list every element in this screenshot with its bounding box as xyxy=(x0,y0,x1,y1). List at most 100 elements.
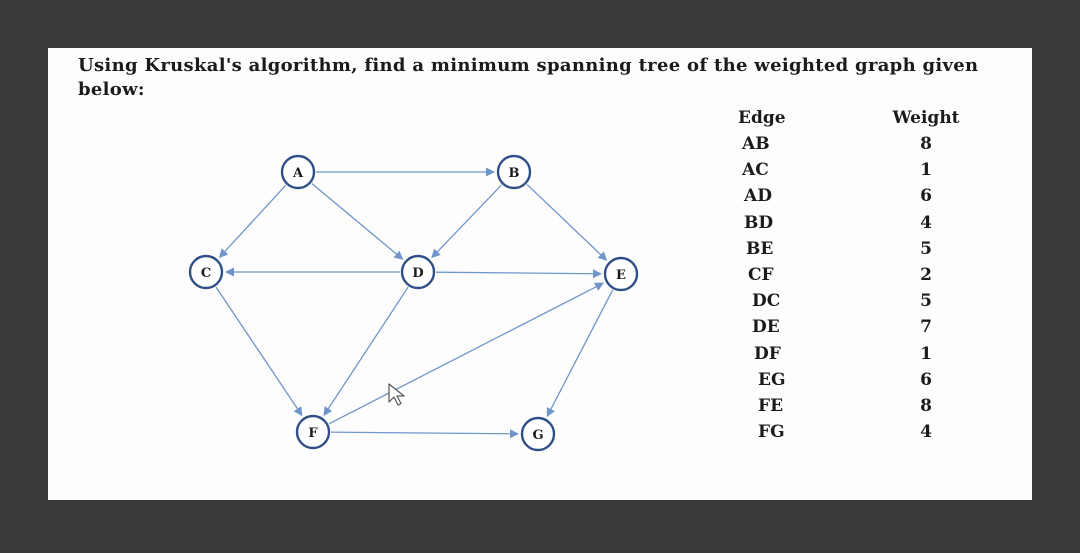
document-page: Using Kruskal's algorithm, find a minimu… xyxy=(48,48,1032,500)
node-F: F xyxy=(295,414,331,450)
arrowhead-icon xyxy=(486,167,495,177)
table-row: FG 4 xyxy=(738,422,978,448)
edge-line xyxy=(311,183,400,257)
weight-cell: 5 xyxy=(920,291,932,312)
arrowhead-icon xyxy=(594,282,605,291)
table-row: CF 2 xyxy=(738,265,978,291)
edge-cell: AC xyxy=(742,160,769,181)
edge-cell: DF xyxy=(754,343,781,364)
edge-AB xyxy=(316,167,495,177)
edge-cell: AD xyxy=(744,186,772,207)
edge-cell: BE xyxy=(746,238,774,259)
node-label: B xyxy=(509,166,520,181)
node-circle xyxy=(603,256,639,292)
table-row: EG 6 xyxy=(738,370,978,396)
node-circle xyxy=(496,154,532,190)
table-row: DE 7 xyxy=(738,317,978,343)
arrowhead-icon xyxy=(225,267,234,277)
edge-BE xyxy=(526,183,608,261)
node-label: A xyxy=(292,166,304,181)
edge-line xyxy=(435,271,597,275)
arrowhead-icon xyxy=(597,251,608,261)
weight-cell: 4 xyxy=(920,212,932,233)
arrowhead-icon xyxy=(592,269,603,279)
node-circle xyxy=(295,414,331,450)
table-row: BD 4 xyxy=(738,213,978,239)
node-B: B xyxy=(496,154,532,190)
table-row: DC 5 xyxy=(738,291,978,317)
table-row: AB 8 xyxy=(738,134,978,160)
weight-cell: 1 xyxy=(920,160,932,181)
edge-cell: DC xyxy=(752,291,781,312)
nodes-layer: A B C D E F G xyxy=(188,154,639,452)
weight-cell: 6 xyxy=(920,369,932,390)
edge-FE xyxy=(328,282,605,425)
node-label: E xyxy=(616,268,626,283)
node-circle xyxy=(520,416,556,452)
edge-cell: DE xyxy=(752,317,780,338)
arrowhead-icon xyxy=(323,406,333,417)
edge-line xyxy=(326,286,409,412)
edge-cell: CF xyxy=(748,264,774,285)
question-text: Using Kruskal's algorithm, find a minimu… xyxy=(78,55,979,100)
edge-AC xyxy=(218,184,287,259)
node-label: F xyxy=(308,426,318,441)
edge-DE xyxy=(435,269,603,279)
mouse-pointer-icon xyxy=(388,383,405,406)
node-C: C xyxy=(188,254,224,290)
edge-AD xyxy=(311,183,404,260)
edge-line xyxy=(548,289,614,413)
edge-CF xyxy=(215,286,303,417)
arrowhead-icon xyxy=(218,248,229,259)
edge-line xyxy=(434,184,503,255)
arrowhead-icon xyxy=(293,406,303,417)
header-edge: Edge xyxy=(738,108,786,128)
table-header-row: Edge Weight xyxy=(738,108,978,134)
weight-cell: 8 xyxy=(920,395,932,416)
edge-line xyxy=(328,284,600,425)
arrowhead-icon xyxy=(431,248,441,259)
edge-DC xyxy=(225,267,400,277)
node-circle xyxy=(400,254,436,290)
node-A: A xyxy=(280,154,316,190)
edge-cell: EG xyxy=(758,369,786,390)
weight-cell: 4 xyxy=(920,422,932,443)
node-label: G xyxy=(532,428,543,443)
weight-cell: 5 xyxy=(920,238,932,259)
node-label: D xyxy=(412,266,423,281)
edge-DF xyxy=(323,286,409,417)
edge-EG xyxy=(546,289,614,418)
weight-cell: 7 xyxy=(920,317,932,338)
node-label: C xyxy=(201,266,211,281)
table-row: DF 1 xyxy=(738,344,978,370)
weight-cell: 1 xyxy=(920,343,932,364)
weighted-graph: A B C D E F G xyxy=(188,154,639,452)
edge-line xyxy=(215,286,300,412)
edge-cell: FG xyxy=(758,422,785,443)
header-weight: Weight xyxy=(892,108,960,128)
arrowhead-icon xyxy=(393,250,404,260)
node-circle xyxy=(188,254,224,290)
edge-cell: BD xyxy=(744,212,774,233)
table-row: FE 8 xyxy=(738,396,978,422)
node-G: G xyxy=(520,416,556,452)
table-row: AC 1 xyxy=(738,160,978,186)
edges-layer xyxy=(215,167,614,439)
edge-line xyxy=(222,184,287,255)
node-E: E xyxy=(603,256,639,292)
arrowhead-icon xyxy=(546,407,555,418)
node-D: D xyxy=(400,254,436,290)
edge-line xyxy=(526,183,604,258)
edge-FG xyxy=(330,429,520,439)
edge-line xyxy=(330,431,514,435)
arrowhead-icon xyxy=(509,429,520,439)
edge-BD xyxy=(431,184,503,259)
edge-cell: FE xyxy=(758,395,784,416)
table-row: BE 5 xyxy=(738,239,978,265)
edge-cell: AB xyxy=(742,134,770,154)
weight-cell: 2 xyxy=(920,264,932,285)
weight-cell: 8 xyxy=(920,134,932,154)
